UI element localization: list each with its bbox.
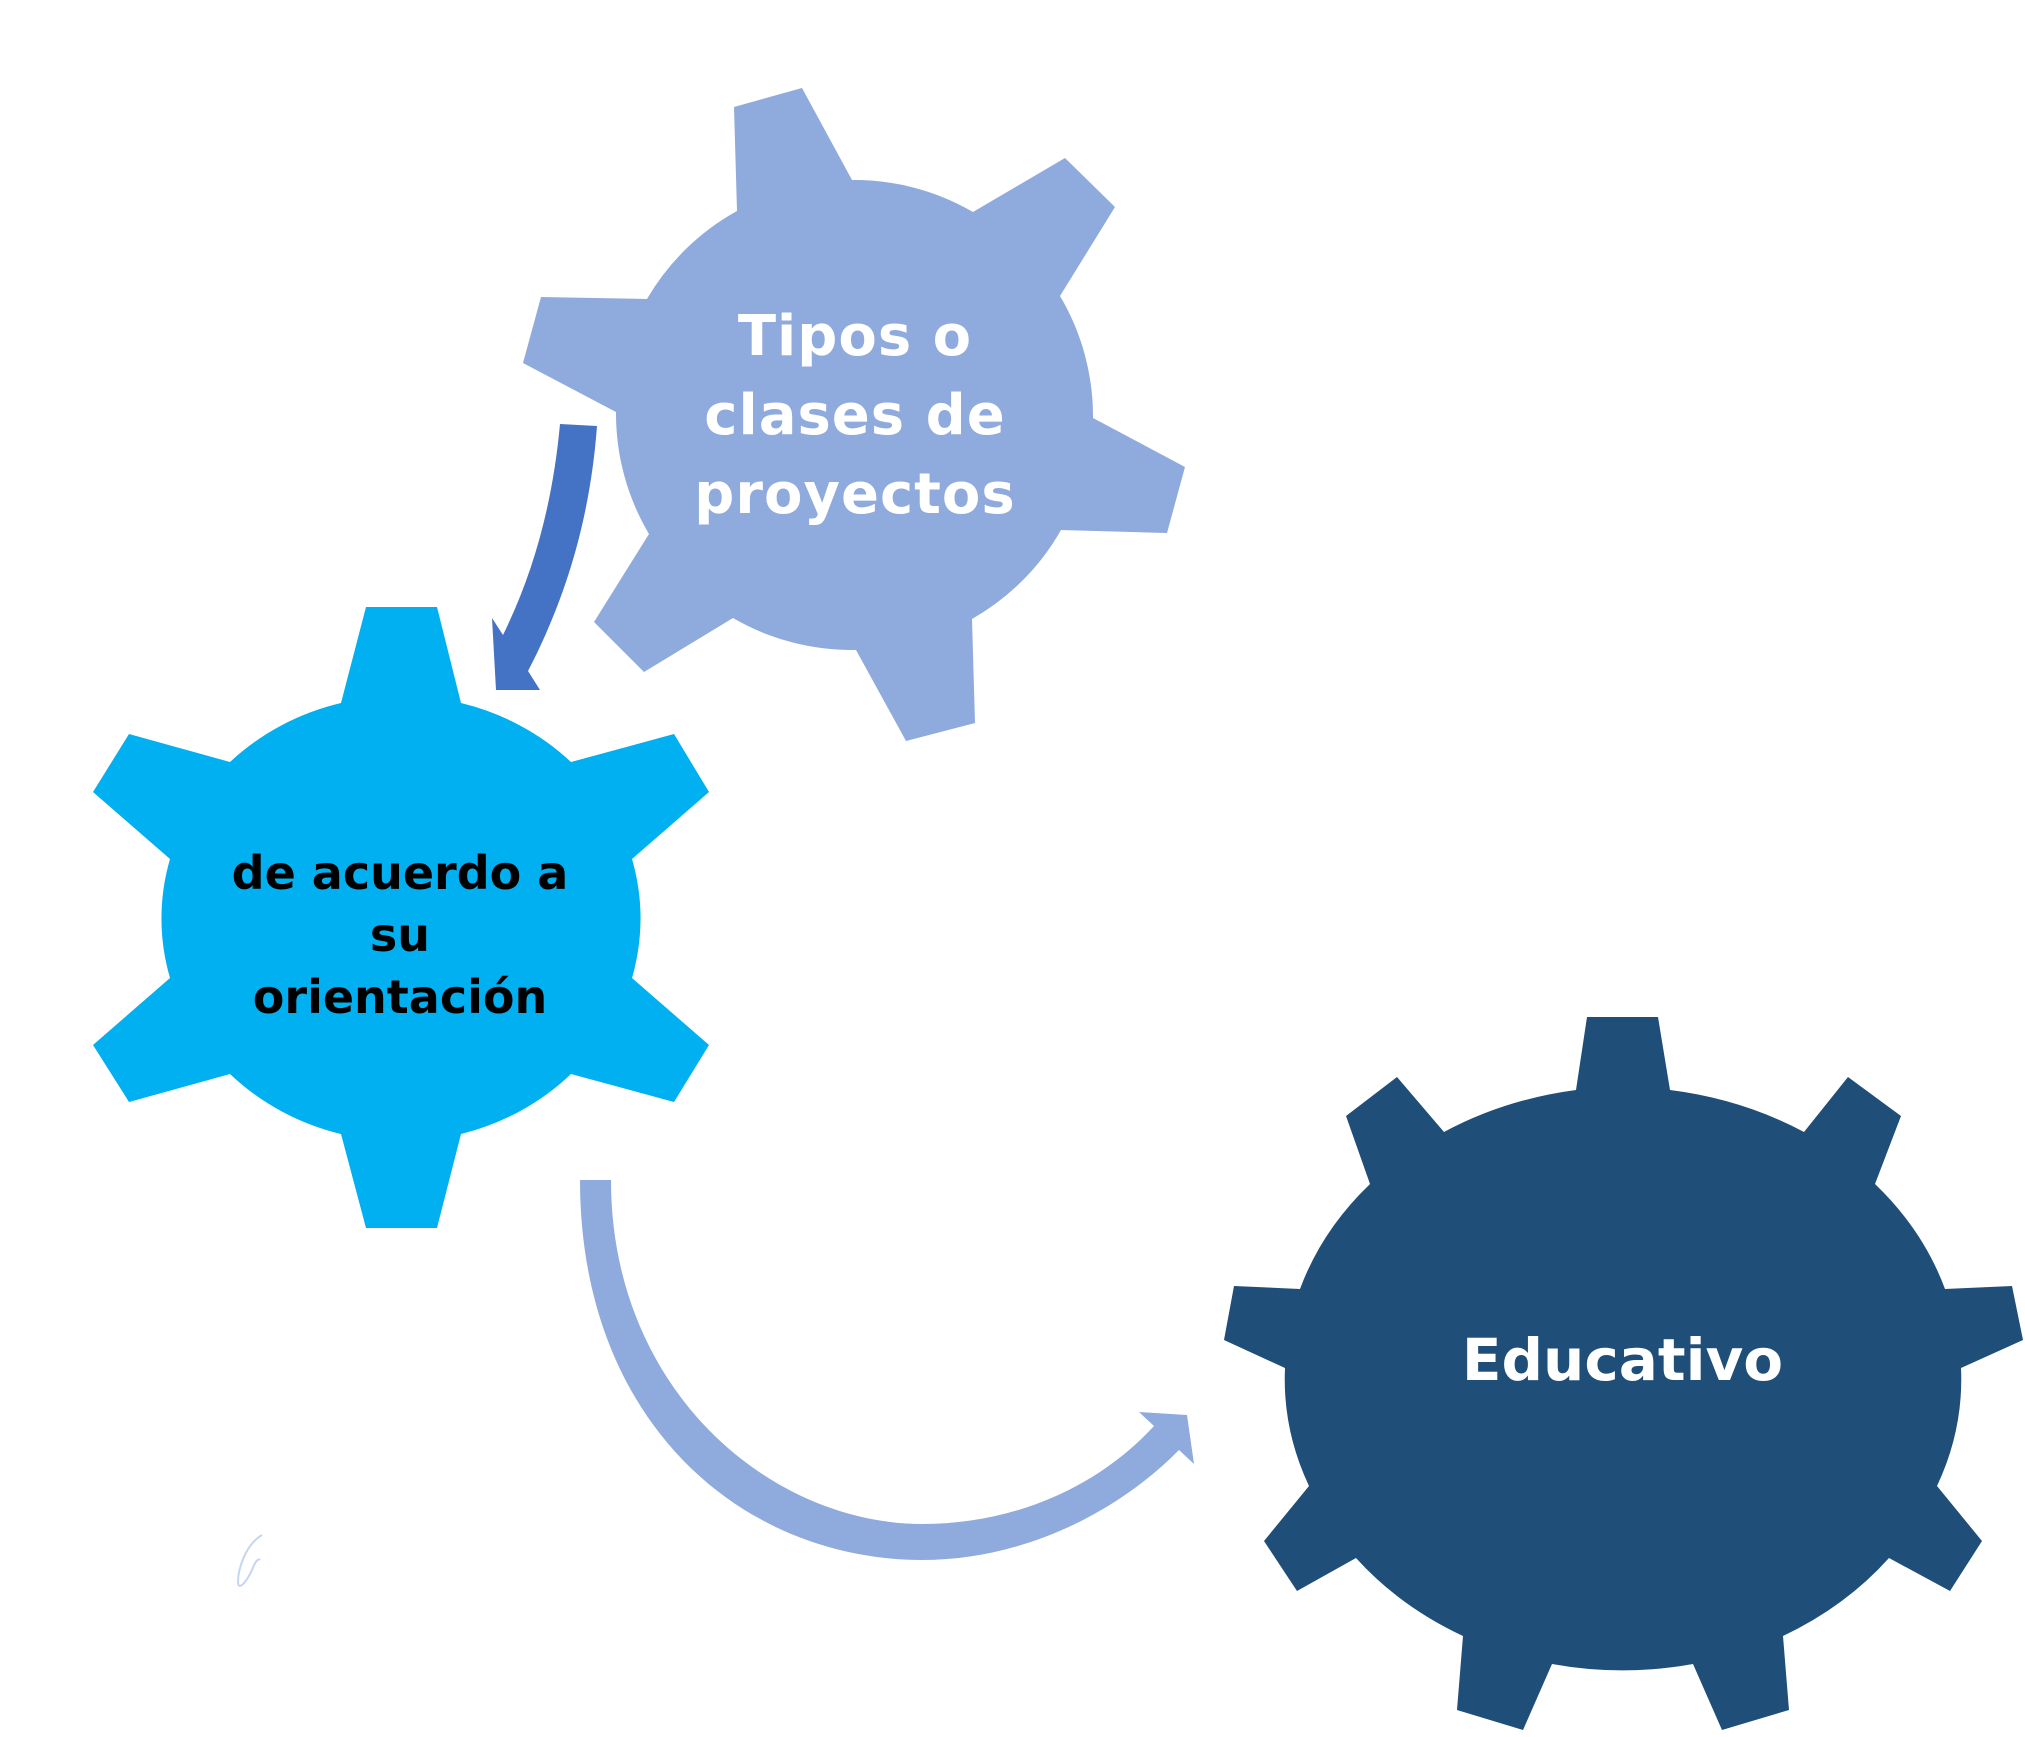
gear-left-label-line: su <box>369 908 431 962</box>
pen-stroke-mark <box>236 1534 263 1587</box>
gear-top-label-line: Tipos o <box>737 303 973 369</box>
gear-top-label-line: clases de <box>704 382 1006 448</box>
gear-left-shape <box>93 607 709 1228</box>
arrow-top-to-left <box>492 424 597 690</box>
gear-left-label-line: orientación <box>252 970 548 1024</box>
gear-right-label: Educativo <box>1450 1320 1795 1400</box>
gear-right-label-line: Educativo <box>1461 1326 1784 1394</box>
gear-left-label: de acuerdo a su orientación <box>220 835 580 1035</box>
arrow-left-to-right <box>580 1180 1194 1560</box>
gear-right-shape <box>1224 1017 2023 1730</box>
gear-left-label-line: de acuerdo a <box>231 846 569 900</box>
gear-top-shape <box>523 88 1185 741</box>
gear-top-label: Tipos o clases de proyectos <box>685 290 1025 540</box>
gear-top-label-line: proyectos <box>694 461 1016 527</box>
